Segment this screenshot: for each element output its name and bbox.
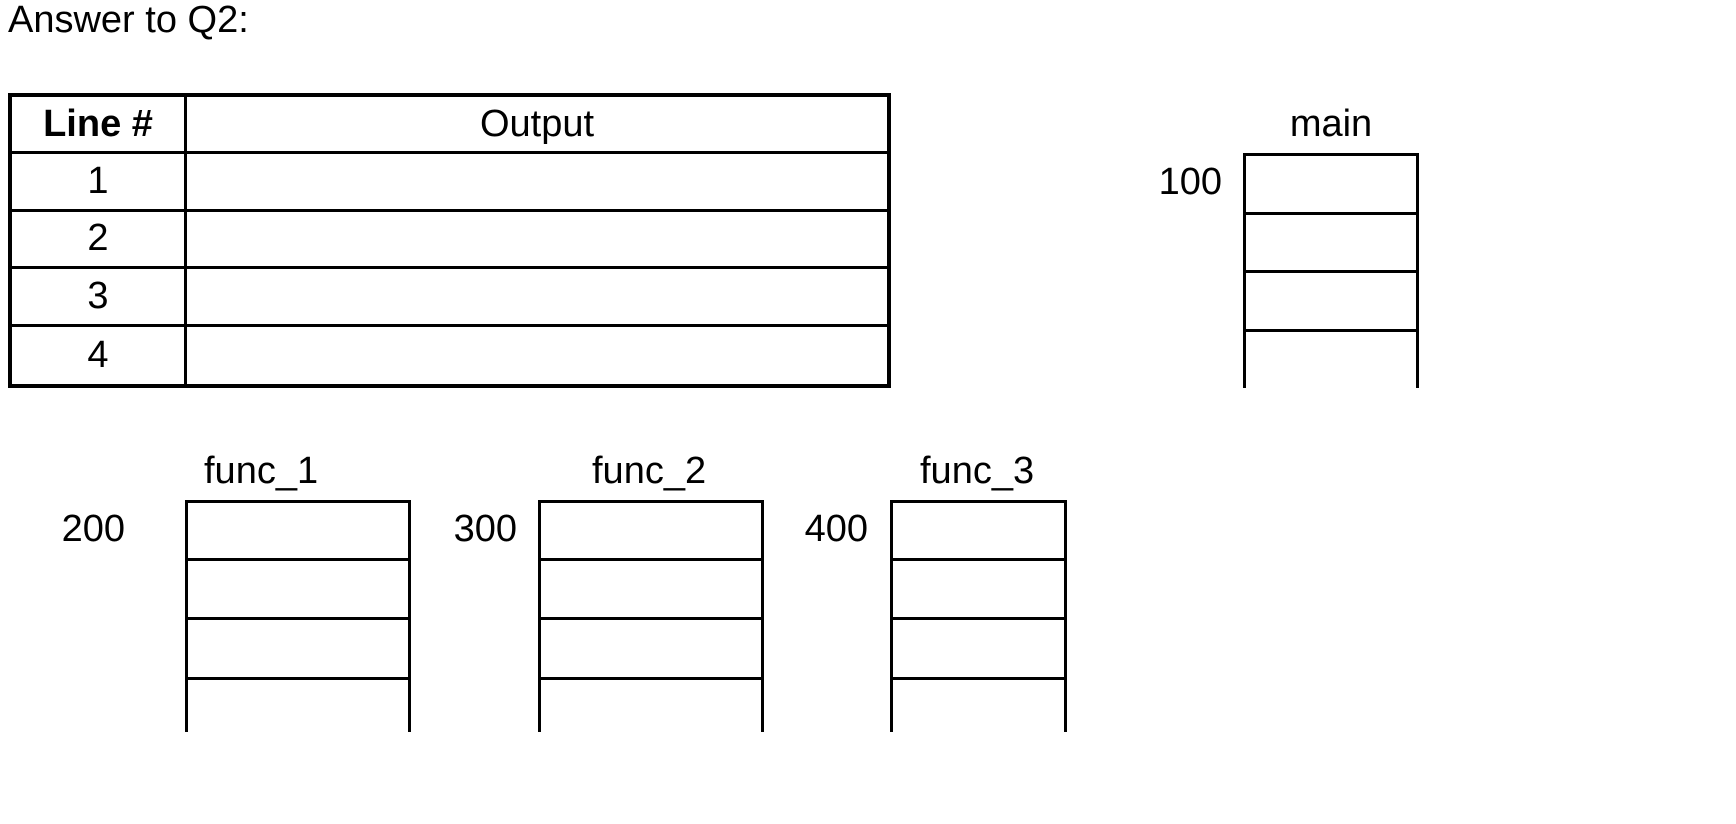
stack-cell-open-bottom [538,677,764,732]
stack-cell[interactable] [1243,153,1419,212]
stack-title-func-2: func_2 [592,450,707,492]
stack-cell[interactable] [185,617,411,677]
line-number-cell: 2 [12,211,187,270]
stack-cell-open-bottom [1243,329,1419,388]
stack-cell[interactable] [538,558,764,617]
line-number-cell: 3 [12,269,187,327]
stack-frame-main [1243,153,1419,388]
stack-title-main: main [1289,103,1373,145]
stack-title-func-3: func_3 [920,450,1035,492]
page-title: Answer to Q2: [8,0,249,41]
stack-cell[interactable] [890,617,1067,677]
stack-cell[interactable] [1243,212,1419,270]
output-answer-cell[interactable] [187,327,887,384]
output-answer-cell[interactable] [187,212,887,270]
output-answer-cell[interactable] [187,269,887,327]
stack-address-main: 100 [1158,161,1222,203]
stack-address-func-2: 300 [453,508,517,550]
stack-cell[interactable] [1243,270,1419,329]
stack-cell[interactable] [538,617,764,677]
stack-cell[interactable] [185,500,411,558]
output-table: Line # Output 1 2 3 4 [8,93,891,388]
stack-title-func-1: func_1 [204,450,319,492]
stack-address-func-1: 200 [61,508,125,550]
line-number-cell: 1 [12,154,187,212]
stack-frame-func-1 [185,500,411,732]
stack-cell[interactable] [538,500,764,558]
line-number-cell: 4 [12,326,187,384]
stack-cell-open-bottom [185,677,411,732]
stack-cell-open-bottom [890,677,1067,732]
stack-frame-func-3 [890,500,1067,732]
stack-cell[interactable] [185,558,411,617]
stack-cell[interactable] [890,500,1067,558]
table-header-line-number: Line # [12,97,187,155]
stack-frame-func-2 [538,500,764,732]
stack-cell[interactable] [890,558,1067,617]
stack-address-func-3: 400 [804,508,868,550]
output-answer-cell[interactable] [187,154,887,212]
table-header-output: Output [187,97,887,155]
